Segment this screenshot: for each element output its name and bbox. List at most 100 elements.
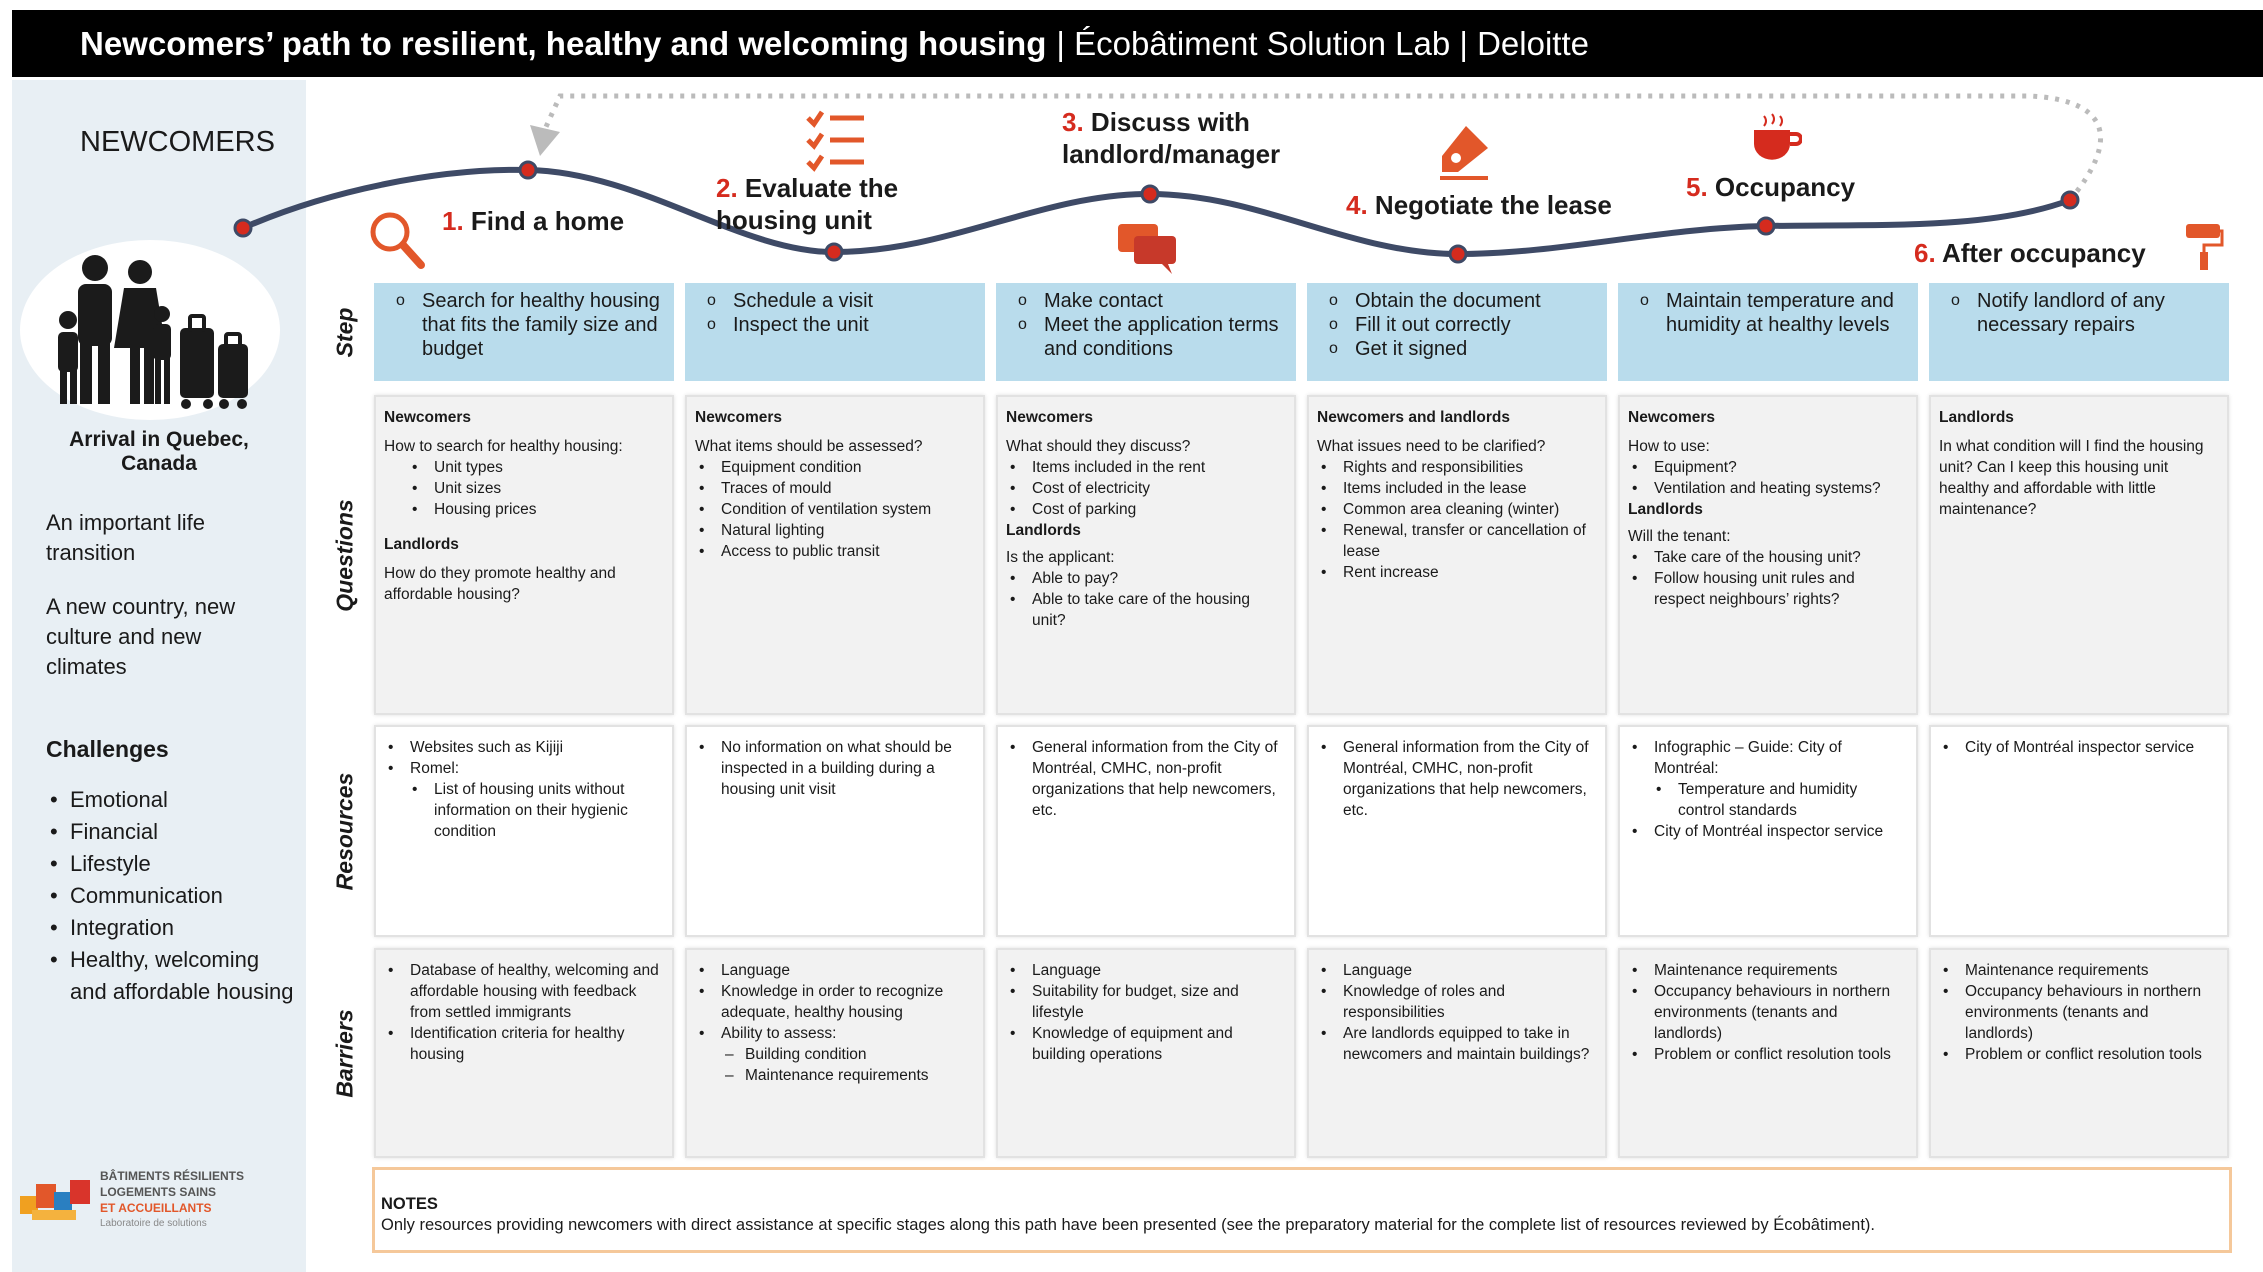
row-label-resources: Resources [320, 725, 370, 937]
step-label-2: 2. Evaluate the housing unit [716, 172, 946, 236]
step-label-3: 3. Discuss with landlord/manager [1062, 106, 1352, 170]
questions-cell-5: Newcomers How to use: Equipment? Ventila… [1618, 395, 1918, 715]
path-node [233, 218, 253, 238]
resource-item: City of Montréal inspector service [1939, 737, 2219, 758]
questions-group-title: Landlords [1006, 522, 1081, 539]
step-item: Notify landlord of any necessary repairs [1943, 289, 2219, 337]
barriers-cell-6: Maintenance requirements Occupancy behav… [1929, 948, 2229, 1158]
notes-title: NOTES [381, 1195, 438, 1213]
questions-item: Condition of ventilation system [695, 499, 975, 520]
path-node [518, 160, 538, 180]
row-label-text: Questions [331, 498, 358, 612]
challenge-item: Emotional [46, 784, 296, 816]
questions-item: Rent increase [1317, 562, 1597, 583]
resource-item: Infographic – Guide: City of Montréal: [1628, 737, 1908, 779]
resource-item: Romel: [384, 758, 664, 779]
questions-group-title: Landlords [384, 536, 459, 553]
step-item: Search for healthy housing that fits the… [388, 289, 664, 361]
resource-item: General information from the City of Mon… [1317, 737, 1597, 821]
resource-item: No information on what should be inspect… [695, 737, 975, 800]
questions-group-title: Landlords [1628, 501, 1703, 518]
questions-item: Items included in the rent [1006, 457, 1286, 478]
row-label-questions: Questions [320, 395, 370, 715]
barrier-item: Occupancy behaviours in northern environ… [1628, 981, 1908, 1044]
paint-roller-icon [2186, 224, 2224, 270]
questions-cell-6: Landlords In what condition will I find … [1929, 395, 2229, 715]
barrier-item: Language [695, 960, 975, 981]
page-subtitle: | Écobâtiment Solution Lab | Deloitte [1056, 24, 1589, 62]
questions-cell-1: Newcomers How to search for healthy hous… [374, 395, 674, 715]
step-label-5: 5. Occupancy [1686, 172, 1855, 203]
resources-cell-3: General information from the City of Mon… [996, 725, 1296, 937]
barrier-item: Identification criteria for healthy hous… [384, 1023, 664, 1065]
step-item: Obtain the document [1321, 289, 1597, 313]
barriers-cell-3: Language Suitability for budget, size an… [996, 948, 1296, 1158]
barrier-item: Suitability for budget, size and lifesty… [1006, 981, 1286, 1023]
resource-subitem: Temperature and humidity control standar… [1628, 779, 1908, 821]
questions-group-title: Landlords [1939, 409, 2014, 426]
questions-intro: What items should be assessed? [695, 438, 923, 455]
step-number: 4. [1346, 190, 1368, 220]
resource-item: Websites such as Kijiji [384, 737, 664, 758]
questions-group-title: Newcomers [384, 409, 472, 426]
step-item: Get it signed [1321, 337, 1597, 361]
questions-item: Equipment condition [695, 457, 975, 478]
questions-item: Cost of electricity [1006, 478, 1286, 499]
step-number: 6. [1914, 238, 1936, 268]
step-box-2: Schedule a visit Inspect the unit [685, 283, 985, 381]
newcomers-heading: NEWCOMERS [80, 126, 275, 158]
step-title: Discuss with landlord/manager [1062, 107, 1281, 169]
step-item: Maintain temperature and humidity at hea… [1632, 289, 1908, 337]
pen-icon [1440, 126, 1488, 180]
step-box-4: Obtain the document Fill it out correctl… [1307, 283, 1607, 381]
barrier-item: Knowledge of equipment and building oper… [1006, 1023, 1286, 1065]
questions-intro: Is the applicant: [1006, 549, 1115, 566]
challenge-item: Financial [46, 816, 296, 848]
barrier-item: Language [1317, 960, 1597, 981]
return-arrow-path [537, 93, 2104, 202]
barrier-subitem: Building condition [695, 1044, 975, 1065]
step-title: Negotiate the lease [1374, 190, 1612, 220]
barrier-item: Occupancy behaviours in northern environ… [1939, 981, 2219, 1044]
challenge-item: Healthy, welcoming and affordable housin… [46, 944, 296, 1008]
path-node [1448, 244, 1468, 264]
step-number: 2. [716, 173, 738, 203]
notes-text: Only resources providing newcomers with … [381, 1216, 1875, 1234]
notes-box: NOTES Only resources providing newcomers… [372, 1167, 2232, 1253]
questions-item: Housing prices [384, 499, 664, 520]
questions-cell-2: Newcomers What items should be assessed?… [685, 395, 985, 715]
barrier-item: Problem or conflict resolution tools [1939, 1044, 2219, 1065]
questions-item: Unit sizes [384, 478, 664, 499]
resource-subitem: List of housing units without informatio… [384, 779, 664, 842]
barriers-cell-1: Database of healthy, welcoming and affor… [374, 948, 674, 1158]
resource-item: General information from the City of Mon… [1006, 737, 1286, 821]
path-node [1756, 216, 1776, 236]
logo-line: BÂTIMENTS RÉSILIENTS [100, 1169, 245, 1183]
barrier-item: Language [1006, 960, 1286, 981]
new-country-text: A new country, new culture and new clima… [46, 594, 236, 679]
challenge-item: Lifestyle [46, 848, 296, 880]
questions-item: Renewal, transfer or cancellation of lea… [1317, 520, 1597, 562]
questions-group-title: Newcomers [695, 409, 783, 426]
barriers-cell-4: Language Knowledge of roles and responsi… [1307, 948, 1607, 1158]
resources-cell-4: General information from the City of Mon… [1307, 725, 1607, 937]
magnifier-icon [370, 212, 425, 269]
questions-cell-4: Newcomers and landlords What issues need… [1307, 395, 1607, 715]
step-item: Inspect the unit [699, 313, 975, 337]
barriers-cell-5: Maintenance requirements Occupancy behav… [1618, 948, 1918, 1158]
step-label-1: 1. Find a home [442, 206, 624, 237]
barrier-item: Knowledge in order to recognize adequate… [695, 981, 975, 1023]
resource-item: City of Montréal inspector service [1628, 821, 1908, 842]
challenges-list: Emotional Financial Lifestyle Communicat… [46, 784, 296, 1008]
questions-intro: What should they discuss? [1006, 438, 1191, 455]
cup-icon [1754, 113, 1802, 160]
barrier-item: Problem or conflict resolution tools [1628, 1044, 1908, 1065]
challenge-item: Communication [46, 880, 296, 912]
logo-line: Laboratoire de solutions [100, 1218, 207, 1229]
questions-item: Rights and responsibilities [1317, 457, 1597, 478]
logo-line: LOGEMENTS SAINS [100, 1185, 217, 1199]
step-label-4: 4. Negotiate the lease [1346, 190, 1612, 221]
logo-mark-icon [20, 1180, 90, 1220]
step-title: After occupancy [1941, 238, 2146, 268]
questions-cell-3: Newcomers What should they discuss? Item… [996, 395, 1296, 715]
